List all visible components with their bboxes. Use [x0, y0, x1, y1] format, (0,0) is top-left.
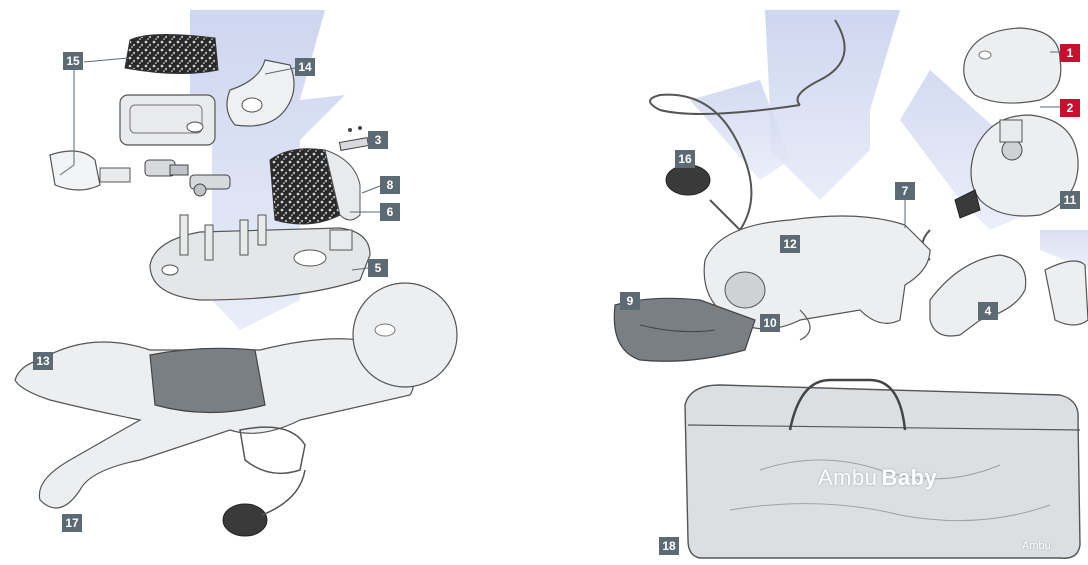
- callout-10: 10: [760, 314, 780, 332]
- callout-4: 4: [978, 302, 998, 320]
- bag-brand-name: Ambu: [818, 465, 878, 490]
- callout-13: 13: [33, 352, 53, 370]
- air-tube: [649, 19, 846, 232]
- callout-2: 2: [1060, 99, 1080, 117]
- torso-skin: [703, 215, 931, 341]
- callout-7: 7: [895, 182, 915, 200]
- callout-3: 3: [368, 131, 388, 149]
- callout-14: 14: [295, 58, 315, 76]
- callout-1: 1: [1060, 44, 1080, 62]
- callout-8: 8: [380, 176, 400, 194]
- arm-parts: [929, 254, 1088, 337]
- callout-6: 6: [380, 203, 400, 221]
- callout-11: 11: [1060, 191, 1080, 209]
- neck-connector: [921, 189, 981, 261]
- leader-lines: [59, 51, 1060, 271]
- head-assembly: [970, 114, 1079, 217]
- foam-pad-top: [124, 33, 219, 75]
- callout-17: 17: [62, 514, 82, 532]
- base-plate: [149, 214, 371, 301]
- bag-product-name: Baby: [881, 465, 938, 490]
- lung-bag: [226, 59, 295, 127]
- callout-16: 16: [675, 150, 695, 168]
- callout-18: 18: [659, 537, 679, 555]
- callout-5: 5: [368, 259, 388, 277]
- baby-manikin-assembled: [14, 282, 458, 537]
- face-mask: [963, 27, 1062, 104]
- connector-tubes: [144, 159, 231, 197]
- carry-bag: [684, 378, 1081, 559]
- vest: [613, 297, 756, 362]
- bag-small-brand: Ambu: [1022, 540, 1051, 552]
- airway-valve-left: [49, 150, 131, 191]
- callout-9: 9: [620, 292, 640, 310]
- small-fitting: [338, 126, 370, 151]
- callout-15: 15: [63, 52, 83, 70]
- foam-chest-block: [269, 148, 361, 225]
- callout-12: 12: [780, 235, 800, 253]
- chest-plate: [119, 94, 216, 146]
